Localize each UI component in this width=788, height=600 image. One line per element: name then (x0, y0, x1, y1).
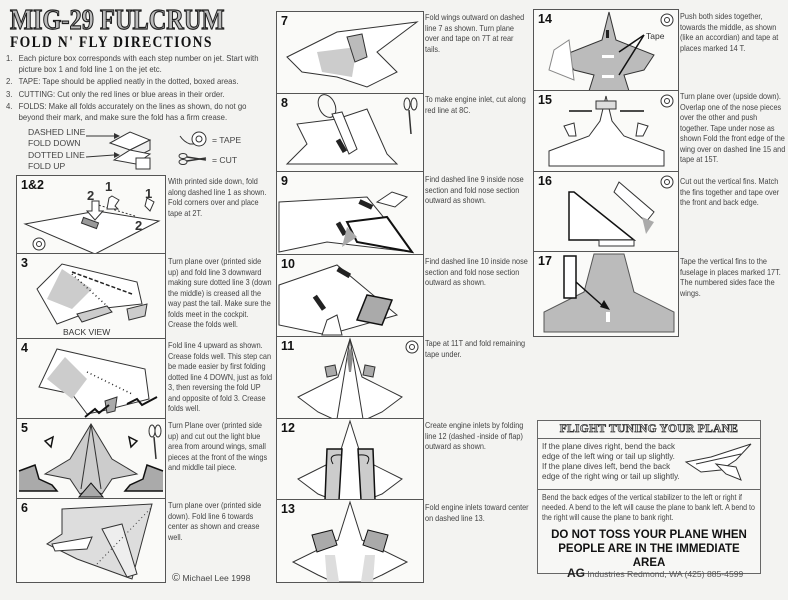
step-14-picture: 14 Tape (533, 9, 679, 92)
step-number: 1&2 (21, 178, 44, 192)
step-number: 14 (538, 12, 552, 26)
step-16-text: Cut out the vertical fins. Match the fin… (680, 176, 780, 207)
rule-text: Each picture box corresponds with each s… (18, 53, 259, 74)
legend-text: FOLD DOWN (28, 137, 81, 148)
step-16-picture: 16 (533, 171, 679, 253)
tape-icon (179, 131, 207, 147)
step-14-text: Push both sides together, towards the mi… (680, 11, 779, 53)
tape-callout: Tape (646, 31, 665, 41)
step-3-text: Turn plane over (printed side up) and fo… (168, 256, 272, 329)
step-4-picture: 4 (16, 338, 166, 420)
step-9-picture: 9 (276, 171, 424, 256)
step-number: 6 (21, 501, 28, 515)
fold-label: 1 (105, 179, 113, 194)
copyright-icon: © (172, 572, 181, 584)
step-8-text: To make engine inlet, cut along red line… (425, 94, 526, 115)
fold-label: 2 (135, 218, 143, 233)
company-footer: AG Industries Redmond, WA (425) 885-4599 (567, 566, 743, 580)
flight-tuning-stabilizer-text: Bend the back edges of the vertical stab… (542, 493, 755, 522)
flight-tuning-panel: FLIGHT TUNING YOUR PLANE If the plane di… (537, 420, 761, 574)
step-12-text: Create engine inlets by folding line 12 … (425, 420, 524, 451)
step-number: 9 (281, 174, 288, 188)
jet-illustration-icon (684, 443, 752, 481)
step-4-text: Fold line 4 upward as shown. Crease fold… (168, 340, 273, 413)
copyright-text: Michael Lee 1998 (182, 573, 251, 583)
cut-legend: = CUT (212, 155, 238, 165)
step-number: 7 (281, 14, 288, 28)
step-number: 4 (21, 341, 28, 355)
rule-item: 4. FOLDS: Make all folds accurately on th… (6, 101, 267, 122)
step-number: 5 (21, 421, 28, 435)
rule-text: TAPE: Tape should be applied neatly in t… (18, 76, 239, 86)
step-8-picture: 8 (276, 93, 424, 173)
step-number: 17 (538, 254, 552, 268)
step-number: 15 (538, 93, 552, 107)
company-info: Industries Redmond, WA (425) 885-4599 (587, 569, 744, 579)
legend-text: DASHED LINE (28, 127, 86, 137)
back-view-caption: BACK VIEW (63, 327, 111, 337)
step-7-text: Fold wings outward on dashed line 7 as s… (425, 12, 525, 54)
step-number: 12 (281, 421, 295, 435)
step-5-picture: 5 (16, 418, 166, 500)
rule-number: 1. (6, 53, 13, 63)
step-17-text: Tape the vertical fins to the fuselage i… (680, 256, 781, 298)
step-number: 8 (281, 96, 288, 110)
fold-label: 1 (145, 186, 153, 201)
step-number: 13 (281, 502, 295, 516)
ag-logo: AG (567, 566, 585, 580)
tape-legend: = TAPE (212, 135, 242, 145)
step-1-2-picture: 1&2 1 2 1 2 (16, 175, 166, 255)
rule-item: 3. CUTTING: Cut only the red lines or blu… (6, 89, 267, 100)
step-15-text: Turn plane over (upside down). Overlap o… (680, 91, 786, 164)
step-10-picture: 10 (276, 254, 424, 338)
flight-tuning-dive-text: If the plane dives right, bend the back … (542, 442, 680, 481)
fold-label: 2 (87, 188, 95, 203)
step-6-text: Turn plane over (printed side down). Fol… (168, 500, 262, 542)
step-13-text: Fold engine inlets toward center on dash… (425, 502, 529, 523)
step-5-text: Turn Plane over (printed side up) and cu… (168, 420, 268, 472)
step-9-text: Find dashed line 9 inside nose section a… (425, 174, 524, 205)
copyright: © Michael Lee 1998 (172, 572, 250, 584)
step-number: 3 (21, 256, 28, 270)
legend-text: FOLD UP (28, 160, 66, 171)
step-number: 10 (281, 257, 295, 271)
rules-list: 1. Each picture box corresponds with each… (6, 53, 267, 124)
step-12-picture: 12 (276, 418, 424, 501)
step-3-picture: 3 BACK VIEW (16, 253, 166, 340)
step-7-picture: 7 (276, 11, 424, 95)
step-17-picture: 17 (533, 251, 679, 337)
rule-item: 1. Each picture box corresponds with each… (6, 53, 267, 74)
step-number: 11 (281, 339, 295, 353)
flight-tuning-title: FLIGHT TUNING YOUR PLANE (538, 421, 760, 439)
rule-number: 2. (6, 76, 13, 86)
rule-text: FOLDS: Make all folds accurately on the … (18, 101, 247, 122)
scissors-icon (178, 153, 207, 165)
step-13-picture: 13 (276, 499, 424, 583)
step-1-2-text: With printed side down, fold along dashe… (168, 176, 267, 218)
rule-number: 3. (6, 88, 13, 99)
rule-text: CUTTING: Cut only the red lines or blue … (18, 88, 225, 99)
step-6-picture: 6 (16, 498, 166, 583)
step-11-picture: 11 (276, 336, 424, 420)
safety-warning: DO NOT TOSS YOUR PLANE WHEN PEOPLE ARE I… (551, 529, 747, 569)
rule-item: 2. TAPE: Tape should be applied neatly in… (6, 76, 267, 87)
step-15-picture: 15 (533, 90, 679, 173)
step-10-text: Find dashed line 10 inside nose section … (425, 256, 528, 287)
rule-number: 4. (6, 101, 13, 111)
step-11-text: Tape at 11T and fold remaining tape unde… (425, 338, 526, 359)
step-number: 16 (538, 174, 552, 188)
fold-diagram-icon (85, 131, 152, 170)
page-subtitle: FOLD N' FLY DIRECTIONS (10, 34, 213, 51)
page-title: MIG-29 FULCRUM (9, 3, 225, 36)
legend-text: DOTTED LINE (28, 150, 85, 160)
